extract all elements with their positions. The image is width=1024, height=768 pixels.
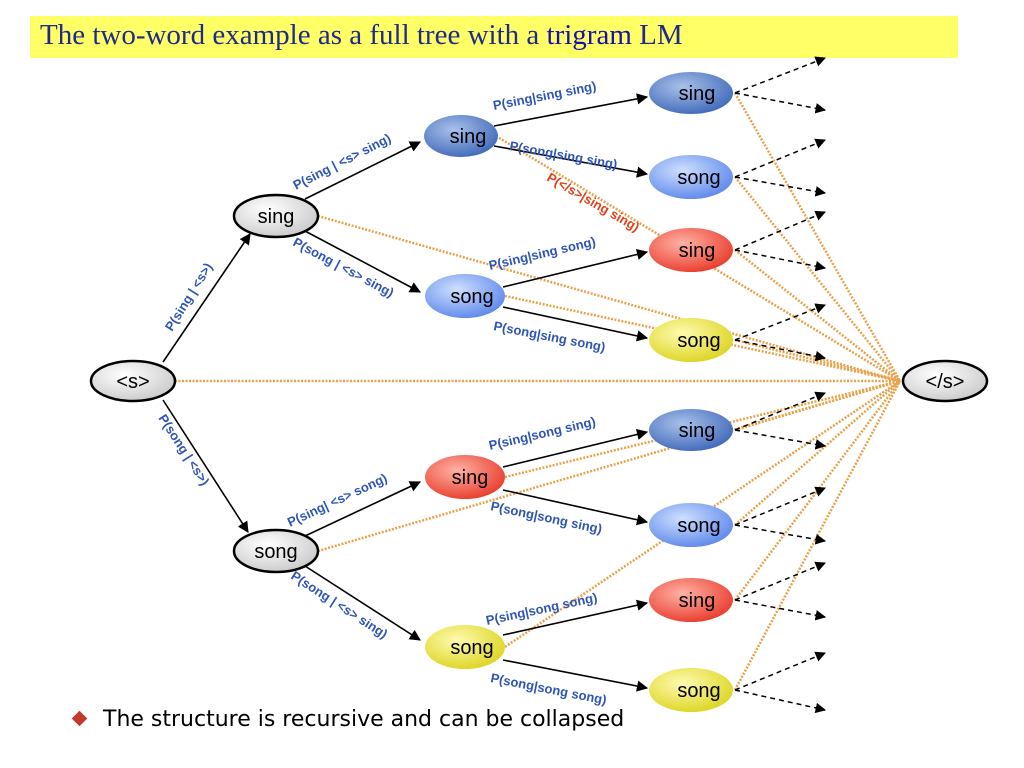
edge-gs-song bbox=[502, 489, 649, 526]
node-l3-3: sing bbox=[649, 228, 733, 272]
node-start-label: <s> bbox=[116, 371, 149, 393]
node-l2-song-sing-label: sing bbox=[452, 467, 489, 489]
end-path bbox=[733, 92, 902, 382]
end-paths bbox=[175, 92, 902, 691]
continuation-arrow bbox=[734, 524, 827, 545]
end-path bbox=[733, 380, 902, 691]
edge-song-song bbox=[304, 565, 421, 641]
title-text-before: The two-word example as a full tree with… bbox=[40, 19, 547, 51]
edge-song-sing bbox=[304, 481, 422, 537]
continuation-arrow bbox=[734, 561, 826, 601]
node-l2-sing-sing-label: sing bbox=[450, 126, 487, 148]
node-start: <s> bbox=[89, 359, 177, 403]
title-banner: The two-word example as a full tree with… bbox=[30, 16, 958, 58]
label-sing-song: P(song | <s> sing) bbox=[291, 234, 397, 300]
node-l3-8: song bbox=[649, 668, 733, 712]
edge-sg-song bbox=[502, 306, 649, 342]
title-keyword: trigram bbox=[546, 19, 632, 51]
edge-gs-sing bbox=[502, 428, 649, 468]
continuation-arrow bbox=[734, 249, 827, 272]
continuation-arrow bbox=[734, 138, 826, 178]
node-l2-song-song: song bbox=[425, 625, 505, 669]
label-song-song: P(song | <s> sing) bbox=[288, 568, 390, 642]
node-end: </s> bbox=[901, 359, 989, 403]
label-s-song: P(song | <s>) bbox=[155, 411, 212, 488]
edge-sing-sing bbox=[304, 141, 422, 200]
edge-ss-sing bbox=[493, 93, 649, 127]
node-l1-song-label: song bbox=[254, 541, 297, 563]
continuation-arrow bbox=[734, 92, 827, 114]
node-l3-8-label: song bbox=[677, 680, 720, 702]
node-l3-5: sing bbox=[649, 409, 733, 451]
node-l3-3-label: sing bbox=[679, 240, 716, 262]
edge-s-sing bbox=[162, 233, 251, 363]
node-l3-6: song bbox=[649, 503, 733, 547]
node-l3-2: song bbox=[649, 155, 733, 199]
label-sg-song: P(song|sing song) bbox=[492, 318, 606, 354]
node-l3-2-label: song bbox=[677, 167, 720, 189]
node-l1-sing-label: sing bbox=[258, 206, 295, 228]
label-gs-sing: P(sing|song sing) bbox=[487, 414, 597, 453]
label-sg-sing: P(sing|sing song) bbox=[487, 234, 597, 273]
end-path bbox=[734, 176, 901, 382]
node-l3-1-label: sing bbox=[679, 83, 716, 105]
node-l2-sing-song: song bbox=[425, 274, 505, 318]
node-l3-4: song bbox=[649, 318, 733, 362]
end-path bbox=[734, 379, 901, 432]
continuation-arrow bbox=[734, 56, 826, 94]
title-text-after: LM bbox=[631, 19, 683, 51]
edge-s-song bbox=[162, 399, 249, 533]
node-l2-sing-sing: sing bbox=[424, 115, 498, 157]
continuation-arrow bbox=[734, 486, 826, 526]
node-l1-song: song bbox=[232, 528, 320, 574]
bullet-text: The structure is recursive and can be co… bbox=[103, 707, 625, 732]
continuation-arrow bbox=[734, 303, 826, 341]
node-l3-7-label: sing bbox=[679, 590, 716, 612]
continuation-arrows bbox=[734, 56, 827, 714]
node-l3-7: sing bbox=[649, 578, 733, 622]
continuation-arrow bbox=[734, 176, 827, 197]
node-l3-6-label: song bbox=[677, 515, 720, 537]
node-end-label: </s> bbox=[926, 371, 965, 393]
edge-sg-sing bbox=[502, 248, 649, 288]
end-path bbox=[734, 380, 901, 601]
page-title: The two-word example as a full tree with… bbox=[40, 19, 683, 52]
node-l3-4-label: song bbox=[677, 330, 720, 352]
node-l2-song-sing: sing bbox=[425, 455, 505, 499]
continuation-arrow bbox=[734, 210, 826, 251]
node-l2-song-song-label: song bbox=[450, 637, 493, 659]
end-path bbox=[317, 214, 901, 383]
tree-edges bbox=[162, 93, 649, 692]
label-ss-song: P(song|sing sing) bbox=[508, 138, 618, 172]
edge-sing-song bbox=[304, 230, 421, 293]
label-gs-song: P(song|song sing) bbox=[489, 498, 603, 536]
continuation-arrow bbox=[734, 429, 827, 450]
end-path bbox=[504, 294, 901, 383]
continuation-arrow bbox=[734, 391, 826, 431]
bullet-point: The structure is recursive and can be co… bbox=[71, 707, 625, 732]
label-sing-sing: P(sing | <s> sing) bbox=[291, 130, 394, 192]
node-l3-5-label: sing bbox=[679, 420, 716, 442]
label-gg-song: P(song|song song) bbox=[489, 670, 607, 707]
continuation-arrow bbox=[734, 689, 827, 714]
diamond-bullet-icon bbox=[71, 710, 88, 727]
edge-gg-song bbox=[502, 659, 649, 692]
end-path bbox=[734, 249, 901, 382]
node-l1-sing: sing bbox=[232, 193, 320, 239]
edge-ss-song bbox=[493, 145, 649, 178]
continuation-arrow bbox=[734, 651, 826, 691]
node-l2-sing-song-label: song bbox=[450, 286, 493, 308]
label-gg-sing: P(sing|song song) bbox=[485, 590, 599, 628]
continuation-arrow bbox=[734, 599, 827, 621]
continuation-arrow bbox=[734, 339, 827, 362]
label-ss-end: P(</s>|sing sing) bbox=[545, 170, 643, 235]
edge-gg-sing bbox=[502, 599, 649, 636]
node-l3-1: sing bbox=[649, 72, 733, 114]
end-path bbox=[734, 380, 901, 526]
label-ss-sing: P(sing|sing sing) bbox=[492, 78, 598, 113]
